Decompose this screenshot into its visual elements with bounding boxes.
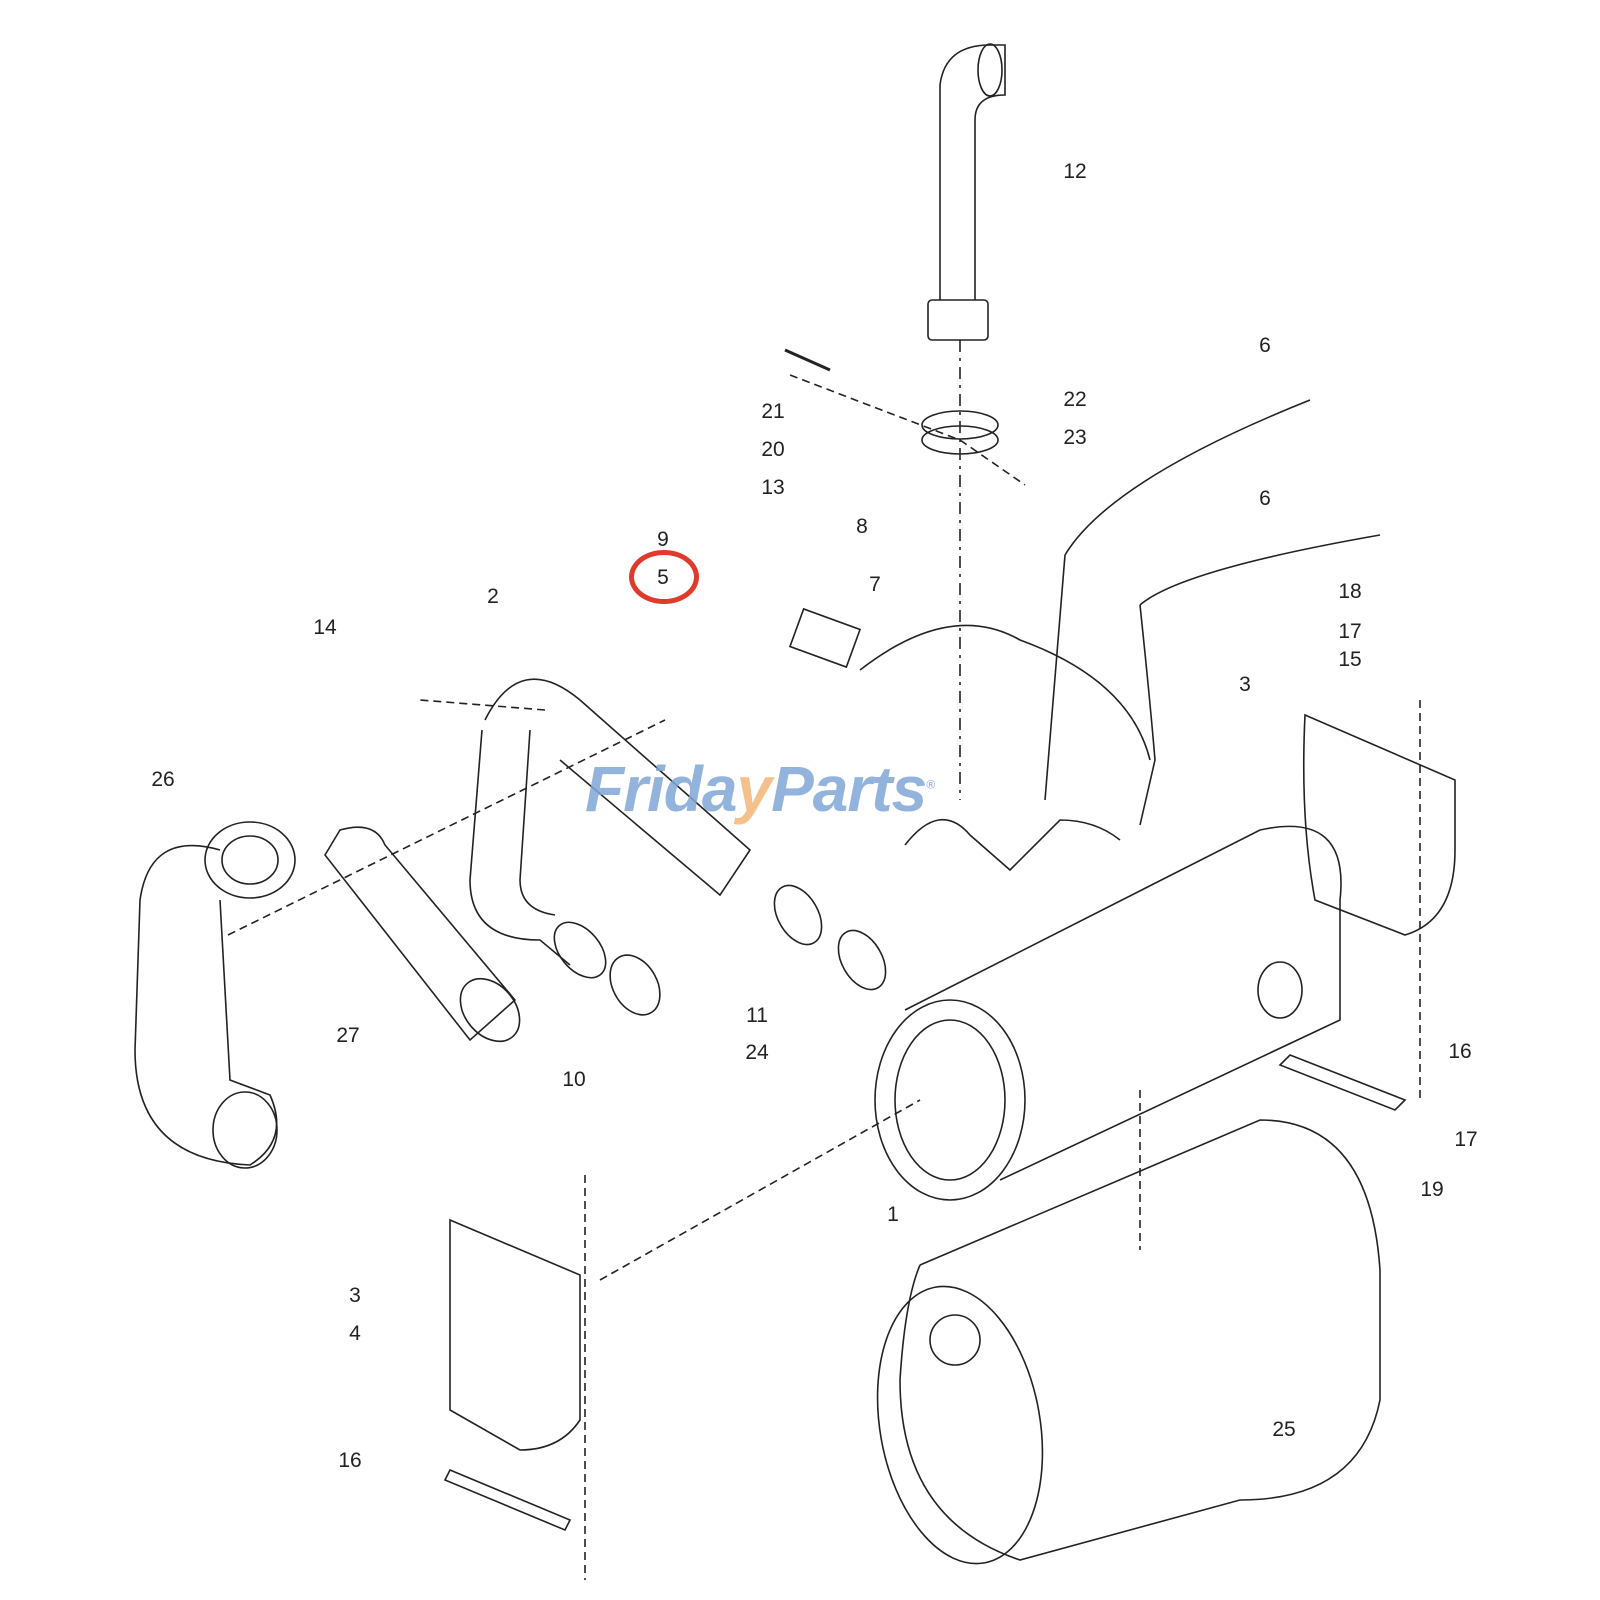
part-label-13: 13 [761,476,785,499]
part-label-17b: 17 [1454,1128,1478,1151]
part-label-10: 10 [562,1068,586,1091]
watermark: FridayParts® [585,753,935,825]
part-label-8: 8 [856,515,868,538]
part-label-1: 1 [887,1203,899,1226]
part-label-9: 9 [657,528,669,551]
part-label-26: 26 [151,768,175,791]
part-label-16b: 16 [338,1449,362,1472]
part-label-6b: 6 [1259,487,1271,510]
part-label-6a: 6 [1259,334,1271,357]
part-label-17a: 17 [1338,620,1362,643]
highlight-circle [629,550,699,604]
part-label-3a: 3 [1239,673,1251,696]
part-label-11: 11 [746,1004,768,1027]
part-label-4: 4 [349,1322,361,1345]
part-label-18: 18 [1338,580,1362,603]
part-label-23: 23 [1063,426,1087,449]
part-label-15: 15 [1338,648,1362,671]
part-label-2: 2 [487,585,499,608]
part-label-5: 5 [657,566,669,589]
part-label-22: 22 [1063,388,1087,411]
part-label-19: 19 [1420,1178,1444,1201]
part-label-27: 27 [336,1024,360,1047]
part-label-14: 14 [313,616,337,639]
part-label-24: 24 [745,1041,769,1064]
part-label-20: 20 [761,438,785,461]
part-label-3b: 3 [349,1284,361,1307]
part-label-21: 21 [761,400,785,423]
part-label-7: 7 [869,573,881,596]
part-label-16a: 16 [1448,1040,1472,1063]
part-label-25: 25 [1272,1418,1296,1441]
stack-pipe-12 [927,43,1006,341]
part-label-12: 12 [1063,160,1087,183]
